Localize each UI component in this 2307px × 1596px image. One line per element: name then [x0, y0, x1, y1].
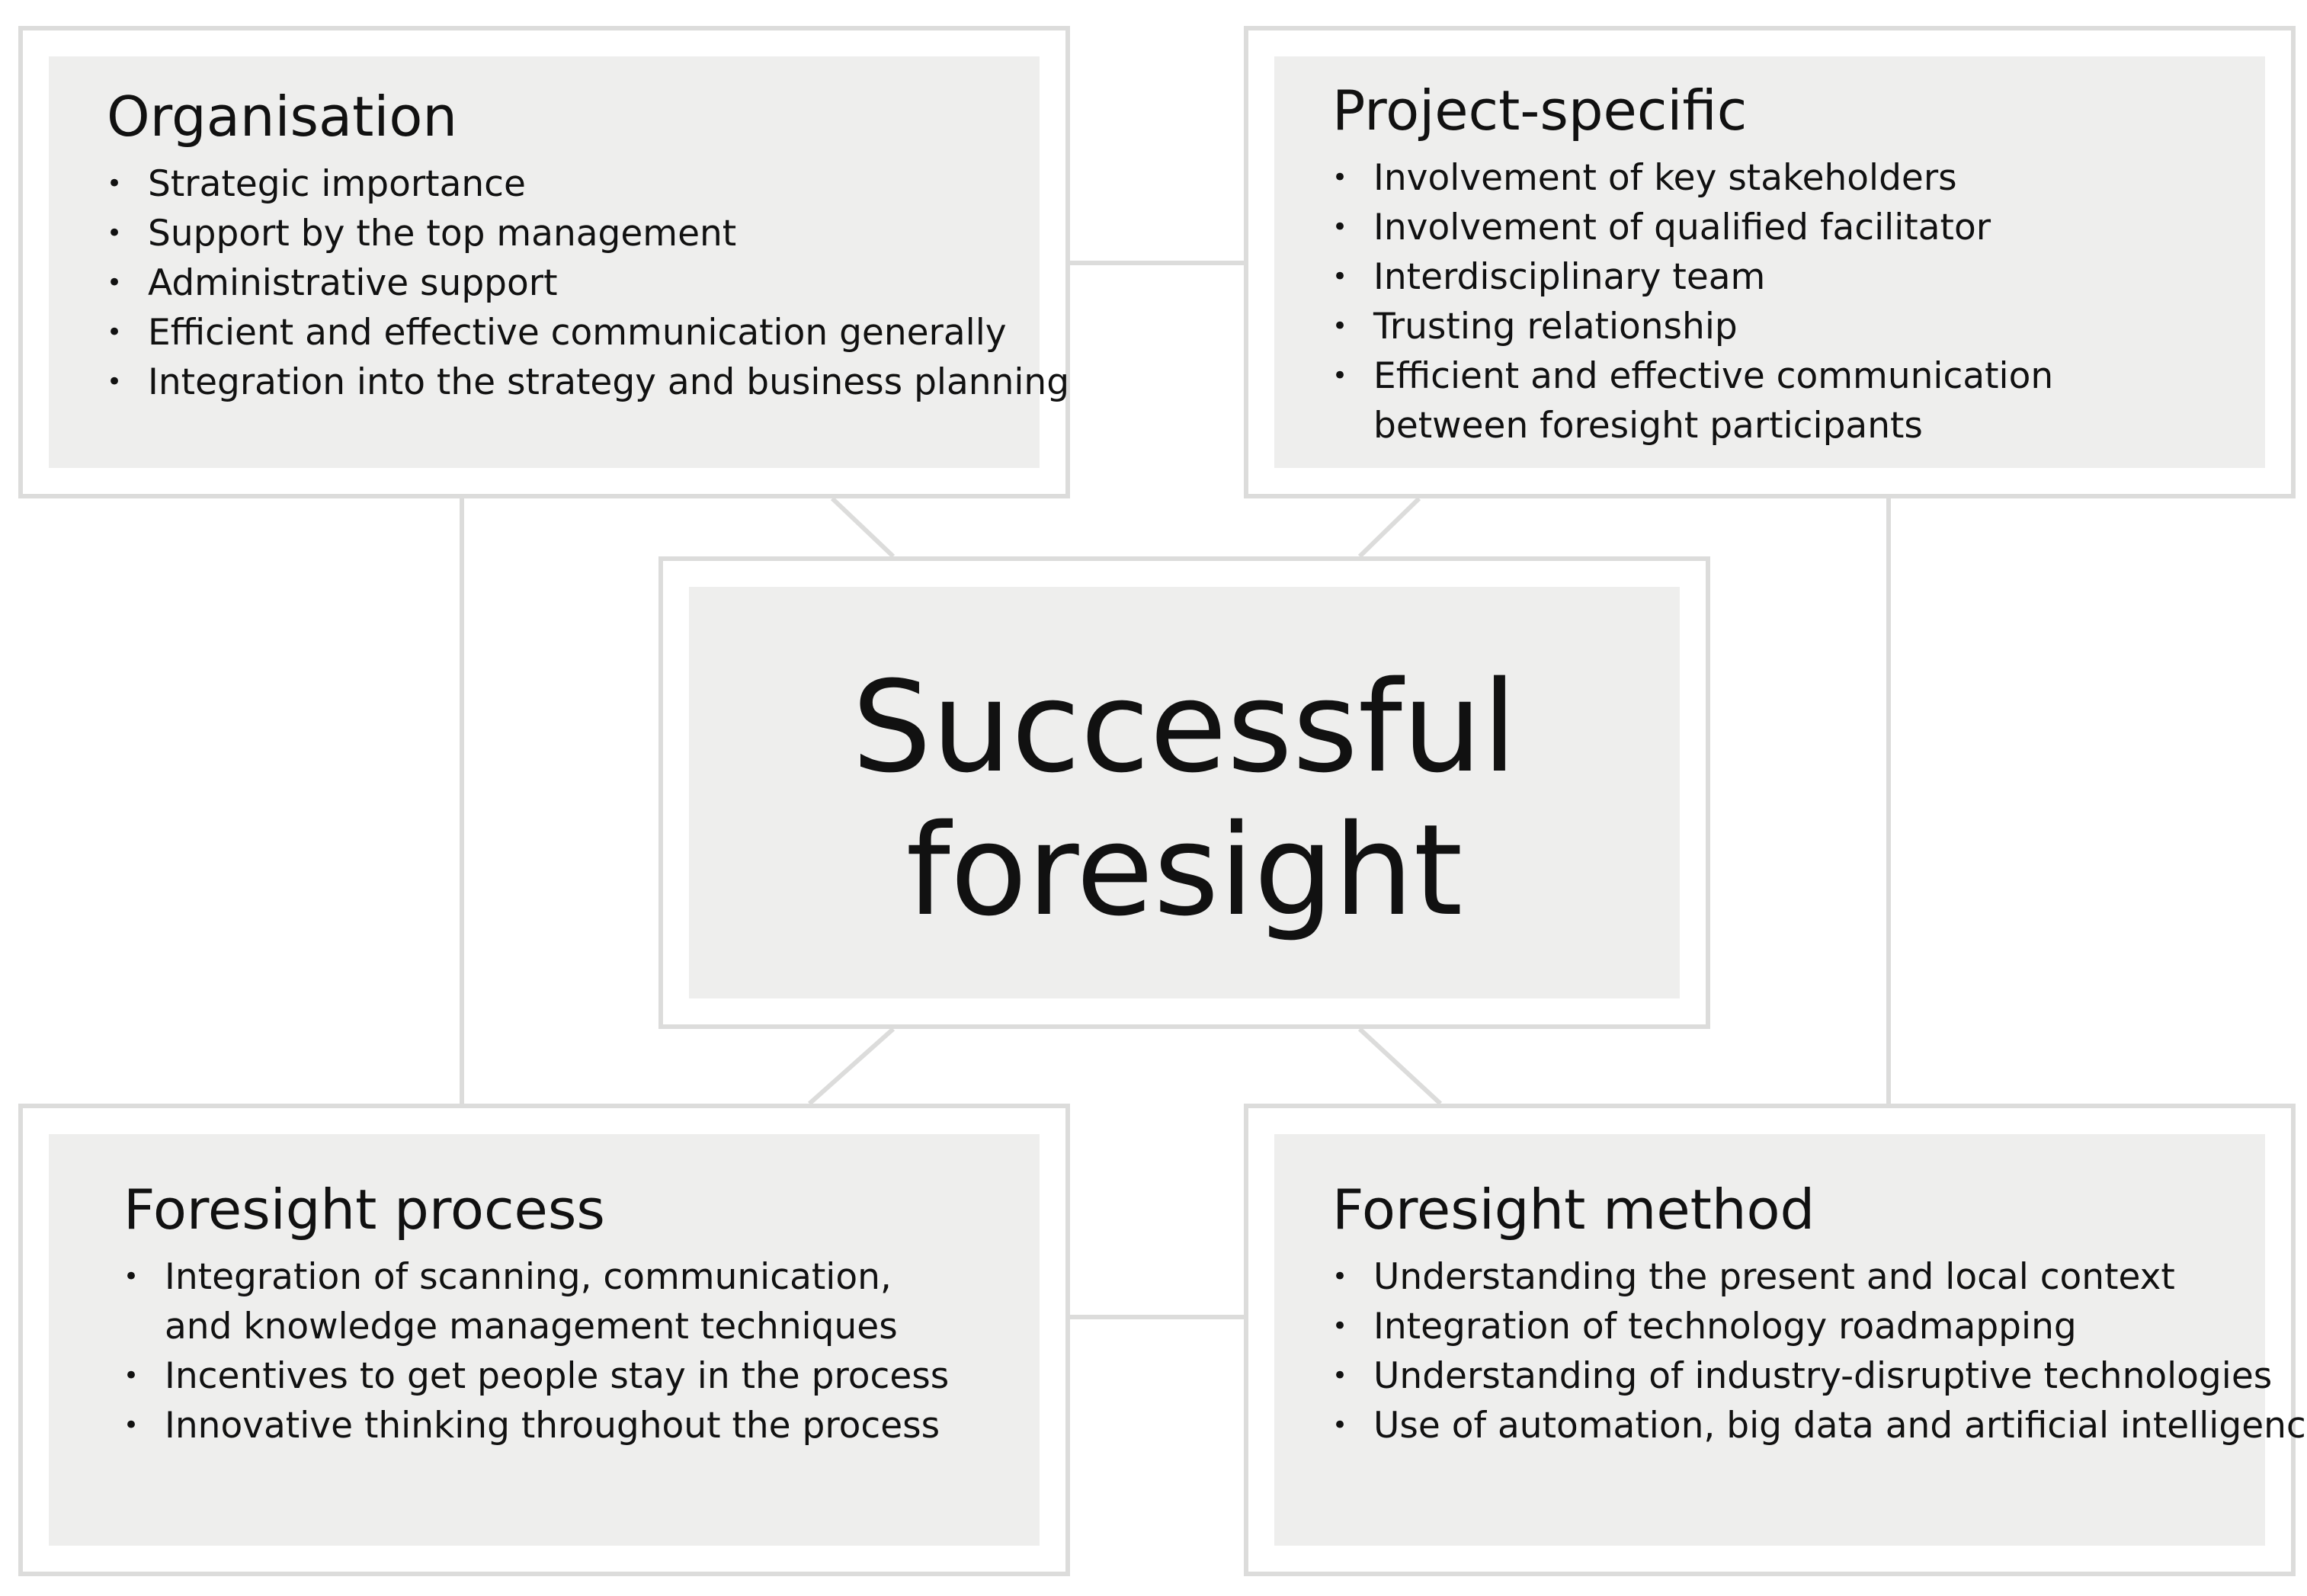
foresight-method-box: Foresight method Understanding the prese… — [1244, 1104, 2307, 1576]
project-specific-panel: Project-specific Involvement of key stak… — [1274, 56, 2265, 468]
center-title-line2: foresight — [905, 797, 1463, 944]
list-item-continuation: between foresight participants — [1373, 404, 1923, 447]
list-item: Support by the top management — [107, 209, 1069, 258]
foresight-process-list: Integration of scanning, communication, … — [123, 1252, 949, 1450]
connector-organisation-center — [830, 496, 896, 559]
list-item: Understanding of industry-disruptive tec… — [1332, 1351, 2307, 1401]
successful-foresight-panel: Successful foresight — [689, 587, 1680, 998]
organisation-box: Organisation Strategic importance Suppor… — [18, 26, 1070, 498]
list-item: Integration of technology roadmapping — [1332, 1302, 2307, 1351]
list-item: Strategic importance — [107, 159, 1069, 209]
center-title-line1: Successful — [851, 654, 1517, 800]
connector-process-center — [808, 1027, 895, 1106]
foresight-process-title: Foresight process — [123, 1178, 605, 1242]
foresight-method-panel: Foresight method Understanding the prese… — [1274, 1134, 2307, 1546]
list-item: Integration into the strategy and busine… — [107, 357, 1069, 407]
connector-project-center — [1357, 496, 1421, 559]
list-item: Understanding the present and local cont… — [1332, 1252, 2307, 1302]
foresight-process-panel: Foresight process Integration of scannin… — [49, 1134, 1040, 1546]
successful-foresight-box: Successful foresight — [658, 556, 1710, 1029]
list-item: Use of automation, big data and artifici… — [1332, 1401, 2307, 1450]
list-item: Efficient and effective communication ge… — [107, 308, 1069, 357]
list-item: Trusting relationship — [1332, 302, 2053, 351]
organisation-title: Organisation — [107, 85, 458, 149]
project-specific-list: Involvement of key stakeholders Involvem… — [1332, 153, 2053, 450]
list-item: Incentives to get people stay in the pro… — [123, 1351, 949, 1401]
foresight-process-box: Foresight process Integration of scannin… — [18, 1104, 1070, 1576]
list-item: Involvement of key stakeholders — [1332, 153, 2053, 203]
list-item: Efficient and effective communication — [1332, 351, 2053, 401]
list-item: Innovative thinking throughout the proce… — [123, 1401, 949, 1450]
list-item: Administrative support — [107, 258, 1069, 308]
list-item: Interdisciplinary team — [1332, 252, 2053, 302]
list-item: Involvement of qualified facilitator — [1332, 203, 2053, 252]
organisation-list: Strategic importance Support by the top … — [107, 159, 1069, 407]
list-item-continuation: and knowledge management techniques — [165, 1305, 898, 1348]
connector-method-center — [1357, 1027, 1443, 1106]
project-specific-box: Project-specific Involvement of key stak… — [1244, 26, 2296, 498]
project-specific-title: Project-specific — [1332, 79, 1748, 143]
center-title: Successful foresight — [689, 655, 1680, 942]
foresight-method-list: Understanding the present and local cont… — [1332, 1252, 2307, 1450]
organisation-panel: Organisation Strategic importance Suppor… — [49, 56, 1069, 468]
list-item: Integration of scanning, communication, — [123, 1252, 949, 1302]
foresight-method-title: Foresight method — [1332, 1178, 1815, 1242]
